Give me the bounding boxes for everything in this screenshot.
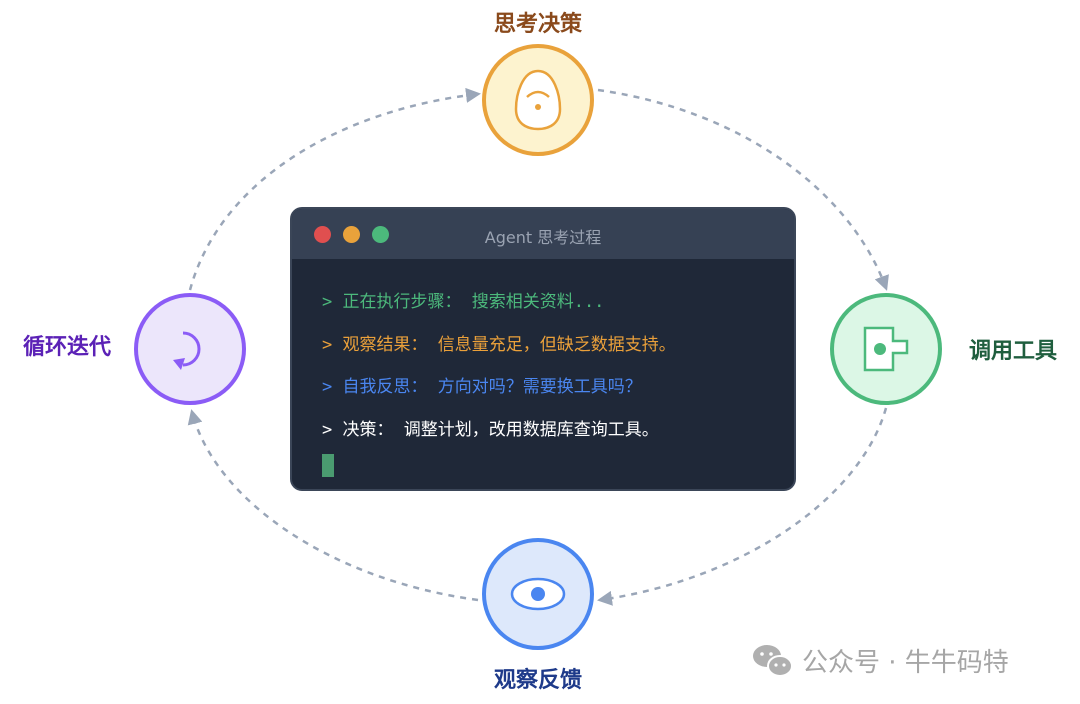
- terminal-line-4: > 决策： 调整计划，改用数据库查询工具。: [322, 420, 659, 440]
- label-tool: 调用工具: [968, 339, 1058, 364]
- refresh-icon: [173, 331, 201, 370]
- eye-icon: [510, 577, 566, 611]
- terminal-cursor: [322, 454, 334, 477]
- watermark: 公众号 · 牛牛码特: [752, 642, 1009, 679]
- label-think: 思考决策: [493, 12, 583, 37]
- close-dot[interactable]: [314, 226, 331, 243]
- arrow-loop-to-think: [188, 87, 481, 291]
- arrow-tool-to-observe: [597, 407, 888, 606]
- wechat-icon: [753, 644, 793, 677]
- terminal-line-3: > 自我反思： 方向对吗？需要换工具吗？: [322, 377, 642, 397]
- puzzle-tool-icon: [863, 326, 909, 372]
- terminal-line-2: > 观察结果： 信息量充足，但缺乏数据支持。: [322, 335, 676, 355]
- node-think: [482, 44, 594, 156]
- brain-egg-icon: [514, 69, 562, 131]
- terminal-title: Agent 思考过程: [484, 228, 602, 247]
- maximize-dot[interactable]: [372, 226, 389, 243]
- node-tool: [830, 293, 942, 405]
- minimize-dot[interactable]: [343, 226, 360, 243]
- terminal-line-1: > 正在执行步骤： 搜索相关资料...: [322, 292, 605, 312]
- terminal-titlebar: Agent 思考过程: [292, 209, 794, 259]
- watermark-text: 公众号 · 牛牛码特: [802, 648, 1009, 678]
- node-observe: [482, 538, 594, 650]
- node-loop: [134, 293, 246, 405]
- terminal-window: Agent 思考过程 > 正在执行步骤： 搜索相关资料... > 观察结果： 信…: [290, 207, 796, 491]
- label-loop: 循环迭代: [22, 335, 112, 360]
- label-observe: 观察反馈: [493, 668, 583, 693]
